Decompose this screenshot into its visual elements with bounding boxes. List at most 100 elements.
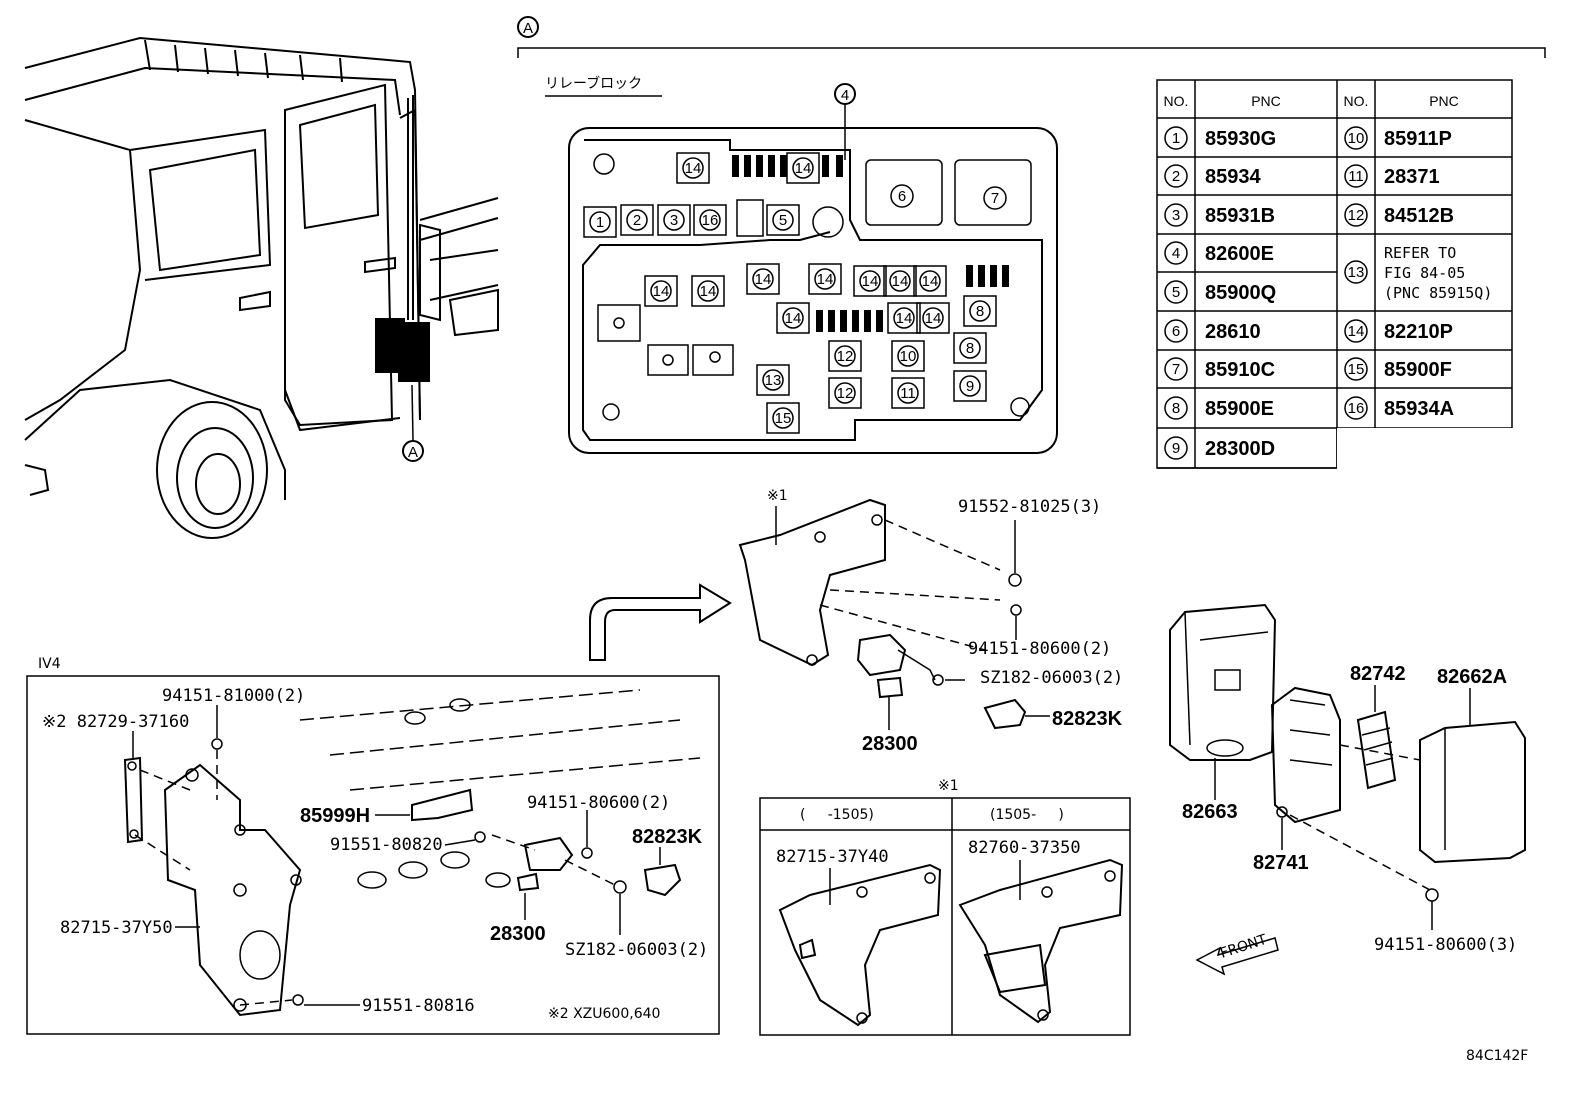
relay-slot-number: 14: [755, 271, 772, 288]
relay-slot-6: 6: [890, 184, 914, 208]
part-sz182-b: SZ182-06003(2): [565, 940, 708, 960]
range-left: ( -1505): [800, 807, 874, 823]
relay-slot-10: 10: [891, 340, 925, 372]
row-pnc: 85910C: [1205, 359, 1275, 381]
part-82715-37y40: 82715-37Y40: [776, 847, 889, 867]
relay-slot-number: 14: [653, 283, 670, 300]
relay-slot-number: 14: [922, 273, 939, 290]
relay-slot-2: 2: [620, 204, 654, 236]
row-pnc: 85934: [1205, 166, 1261, 188]
row-pnc: 84512B: [1384, 205, 1454, 227]
part-28300-a: 28300: [862, 733, 918, 755]
part-28300-b: 28300: [490, 923, 546, 945]
callout-a-bottom: A: [408, 444, 418, 461]
front-arrow-icon: FRONT: [1195, 932, 1279, 976]
table-header-pnc-right: PNC: [1429, 93, 1459, 109]
note1-box: ※1: [938, 778, 959, 794]
part-82823k-b: 82823K: [632, 826, 703, 848]
relay-slot-5: 5: [766, 204, 800, 236]
part-94151-b: 94151-80600(2): [527, 793, 670, 813]
relay-slot-14: 14: [786, 152, 820, 184]
relay-slot-14: 14: [913, 265, 947, 297]
figure-code: 84C142F: [1466, 1048, 1528, 1064]
table-row: 7 85910C: [1164, 357, 1275, 381]
relay-slot-12: 12: [828, 340, 862, 372]
relay-slot-14: 14: [644, 275, 678, 307]
relay-slot-9: 9: [953, 370, 987, 402]
row-pnc: 85931B: [1205, 205, 1275, 227]
callout-a-top: A: [523, 20, 533, 37]
table-row: 15 85900F: [1344, 357, 1452, 381]
row-pnc: 28371: [1384, 166, 1440, 188]
part-91551-80816: 91551-80816: [362, 996, 475, 1016]
relay-slot-14: 14: [691, 275, 725, 307]
relay-slot-number: 15: [775, 410, 792, 427]
table-header-pnc-left: PNC: [1251, 93, 1281, 109]
row-number: 15: [1348, 361, 1365, 378]
row-number: 12: [1348, 207, 1365, 224]
row-pnc: 85930G: [1205, 128, 1276, 150]
table-row: 2 85934: [1164, 164, 1261, 188]
table-header-no-right: NO.: [1344, 93, 1369, 109]
flow-arrow: [589, 583, 732, 661]
relay-slot-number: 14: [896, 310, 913, 327]
row-pnc: 85900F: [1384, 359, 1452, 381]
note-2-models: ※2 XZU600,640: [548, 1006, 660, 1022]
relay-slot-12: 12: [828, 377, 862, 409]
relay-slot-number: 7: [991, 190, 999, 207]
row-number: 4: [1172, 245, 1180, 262]
relay-slot-number: 8: [966, 340, 974, 357]
note1-top: ※1: [767, 488, 788, 504]
relay-label-4: 4: [841, 87, 849, 104]
part-82662a: 82662A: [1437, 666, 1507, 688]
variant-box: ※1 ( -1505) (1505- ) 82715-37Y40 82760-3…: [759, 778, 1131, 1036]
row-number: 6: [1172, 323, 1180, 340]
relay-slot-15: 15: [766, 402, 800, 434]
row-number: 2: [1172, 168, 1180, 185]
row-pnc: REFER TO: [1384, 244, 1456, 262]
relay-slot-16: 16: [693, 204, 727, 236]
relay-slot-8: 8: [963, 295, 997, 327]
relay-slot-number: 14: [700, 283, 717, 300]
part-sz182-a: SZ182-06003(2): [980, 668, 1123, 688]
row-pnc: 85934A: [1384, 398, 1454, 420]
part-82760-37350: 82760-37350: [968, 838, 1081, 858]
relay-slot-14: 14: [776, 302, 810, 334]
relay-block: リレーブロック: [545, 75, 1058, 454]
row-number: 9: [1172, 440, 1180, 457]
relay-slot-number: 12: [837, 385, 854, 402]
row-number: 8: [1172, 400, 1180, 417]
part-82729: ※2 82729-37160: [42, 712, 189, 732]
row-pnc: 28610: [1205, 321, 1261, 343]
relay-slot-number: 8: [976, 303, 984, 320]
relay-slot-14: 14: [676, 152, 710, 184]
part-82741: 82741: [1253, 852, 1309, 874]
relay-slot-number: 13: [765, 372, 782, 389]
part-82823k-a: 82823K: [1052, 708, 1123, 730]
relay-slot-7: 7: [983, 186, 1007, 210]
relay-slot-14: 14: [883, 265, 917, 297]
relay-slot-number: 1: [596, 214, 604, 231]
detail-a-bracket: A: [517, 16, 1546, 58]
relay-slot-number: 14: [795, 160, 812, 177]
row-pnc: FIG 84-05: [1384, 264, 1465, 282]
row-number: 5: [1172, 284, 1180, 301]
relay-slot-number: 14: [785, 310, 802, 327]
row-number: 14: [1348, 323, 1365, 340]
row-pnc: 85911P: [1384, 128, 1452, 150]
relay-slot-number: 14: [862, 273, 879, 290]
row-number: 7: [1172, 361, 1180, 378]
part-94151-81000: 94151-81000(2): [162, 686, 305, 706]
